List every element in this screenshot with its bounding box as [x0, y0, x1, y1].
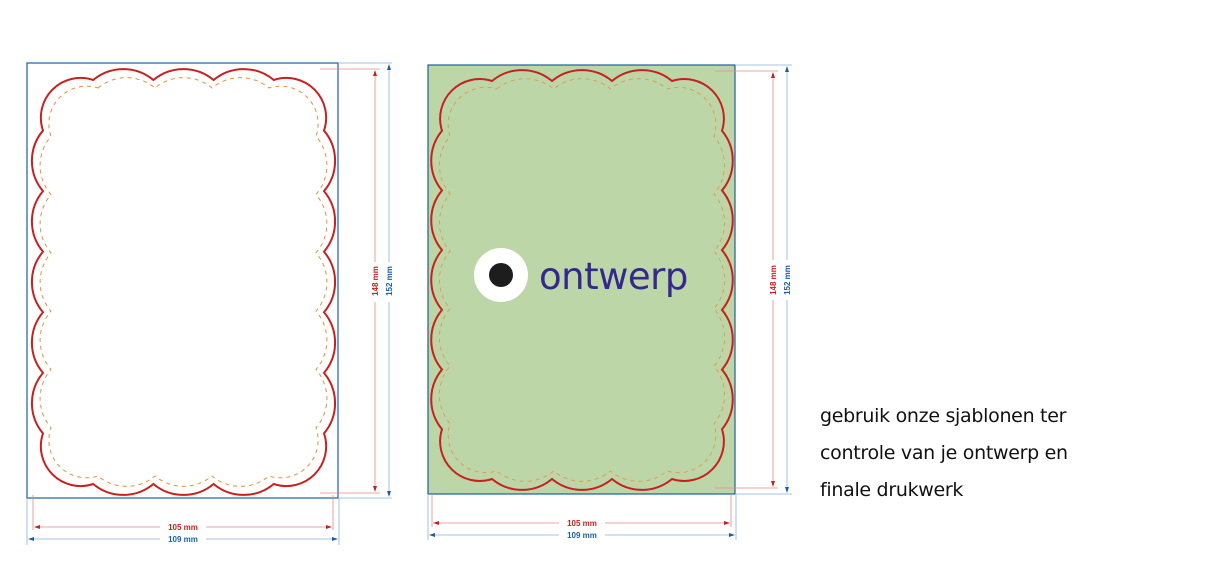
blank-template: 105 mm 109 mm 148 mm 152 mm [26, 62, 394, 545]
logo-text: ontwerp [539, 255, 688, 298]
bleed-height-label: 152 mm [385, 266, 394, 296]
tagline-line: finale drukwerk [820, 479, 964, 501]
bleed-border [26, 62, 339, 499]
example-template: ontwerp 105 mm 109 mm 148 mm 152 mm [427, 64, 792, 540]
ontwerp-logo: ontwerp [474, 248, 688, 302]
trim-width-label: 105 mm [168, 523, 198, 532]
safe-line [39, 77, 328, 487]
bleed-width-label: 109 mm [567, 531, 597, 540]
safe-line [439, 78, 725, 482]
trim-line [430, 69, 734, 491]
bleed-width-label: 109 mm [168, 535, 198, 544]
trim-height-label: 148 mm [371, 266, 380, 296]
tagline-line: gebruik onze sjablonen ter [820, 405, 1067, 427]
tagline-line: controle van je ontwerp en [820, 442, 1068, 464]
tagline: gebruik onze sjablonen ter controle van … [820, 398, 1068, 509]
trim-width-label: 105 mm [567, 519, 597, 528]
trim-line [30, 68, 337, 496]
trim-height-label: 148 mm [769, 265, 778, 295]
bleed-height-label: 152 mm [783, 265, 792, 295]
